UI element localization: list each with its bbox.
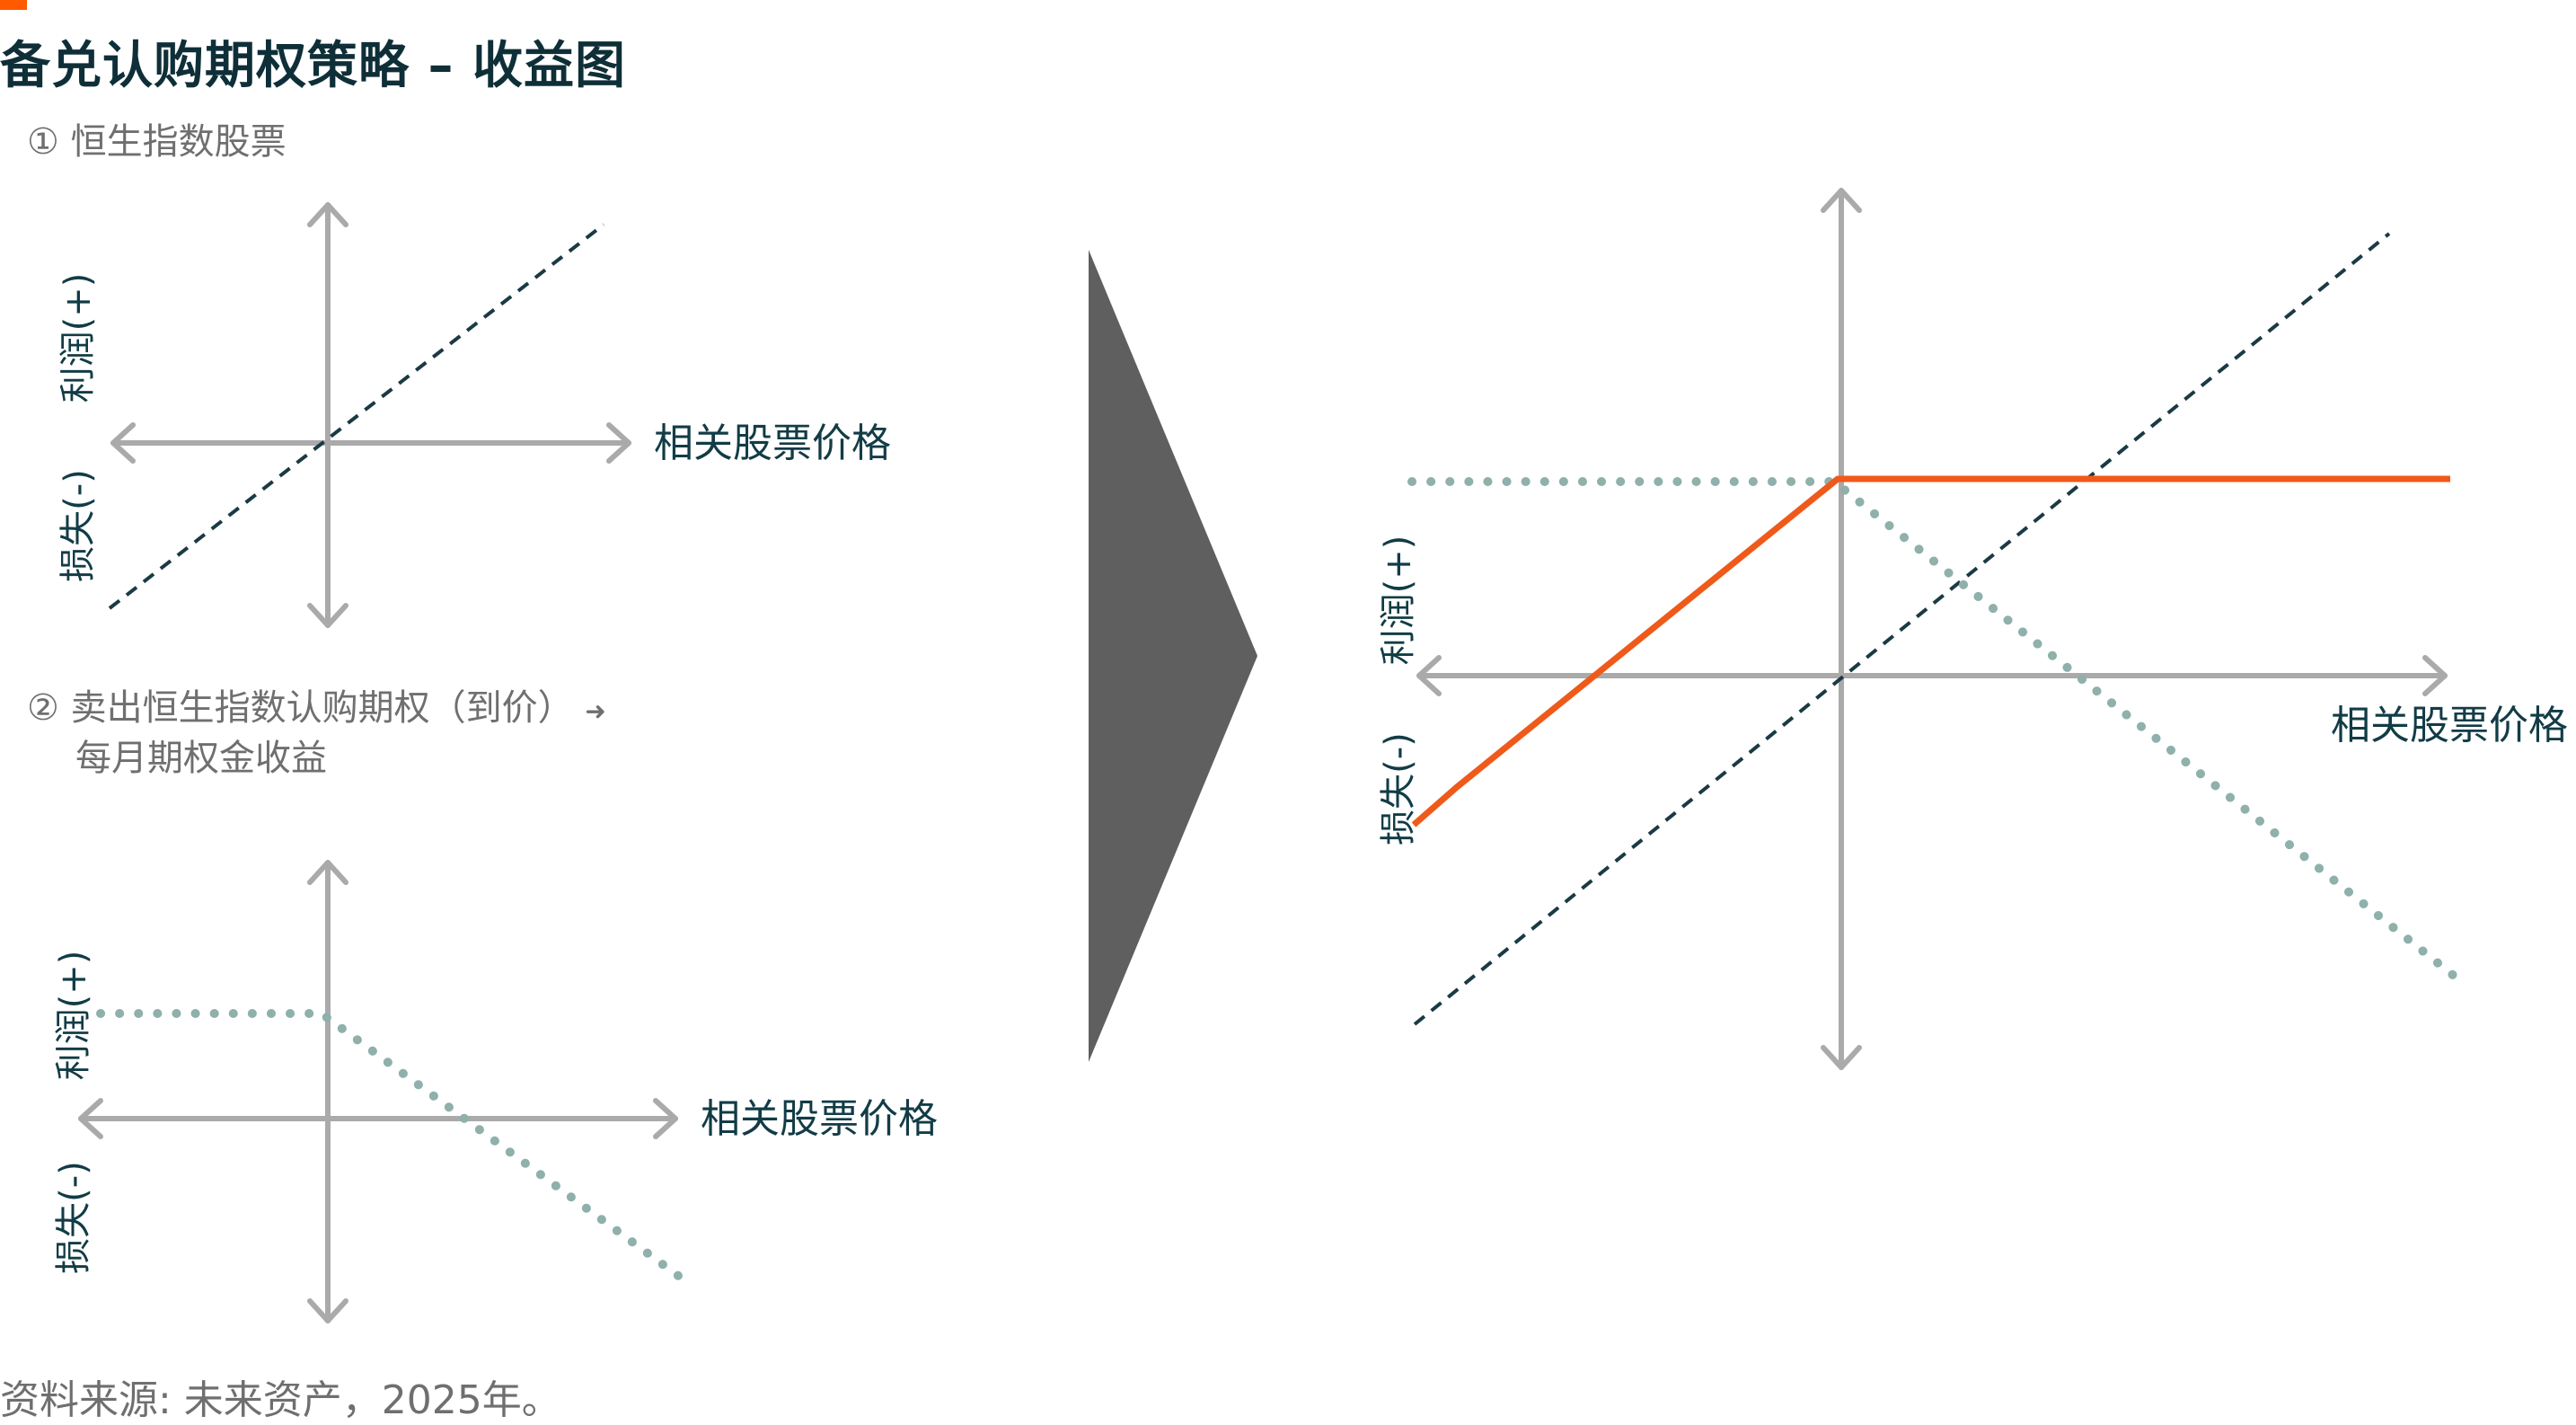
panel-short-call-loss-label: 损失(-): [53, 1161, 94, 1274]
step-2-label: ② 卖出恒生指数认购期权（到价） ➜: [27, 683, 606, 737]
short-call-payoff-line: [96, 1009, 685, 1282]
covered-call-payoff-line: [1411, 475, 2450, 828]
panel-covered-call-axes: [1416, 188, 2448, 1070]
panel-short-call-axes: [78, 860, 678, 1323]
accent-bar: [0, 0, 27, 10]
panel-stock: 相关股票价格 利润(+) 损失(-): [57, 202, 891, 628]
panel-stock-axes: [110, 202, 631, 628]
stock-payoff-line: [108, 223, 605, 610]
panel-stock-profit-label: 利润(+): [57, 273, 99, 403]
transition-arrow-shape: [1089, 250, 1257, 1062]
covered-call-short-call-line: [1407, 477, 2458, 980]
panel-covered-call-x-label: 相关股票价格: [2331, 703, 2568, 748]
step-2-text: 卖出恒生指数认购期权（到价）: [70, 687, 574, 729]
panel-stock-loss-label: 损失(-): [57, 469, 99, 582]
step-2-arrow-icon: ➜: [585, 696, 606, 726]
covered-call-stock-line: [1413, 232, 2391, 1026]
step-1-marker: ①: [27, 121, 59, 163]
panel-short-call: 相关股票价格 利润(+) 损失(-): [53, 860, 938, 1323]
panel-covered-call: 相关股票价格 利润(+) 损失(-): [1378, 188, 2568, 1070]
source-note: 资料来源: 未来资产，2025年。: [0, 1377, 561, 1423]
panel-covered-call-profit-label: 利润(+): [1378, 535, 1419, 666]
step-2-line2: 每月期权金收益: [75, 738, 327, 779]
page-title: 备兑认购期权策略 – 收益图: [0, 37, 626, 95]
panel-short-call-profit-label: 利润(+): [53, 951, 94, 1081]
panel-covered-call-loss-label: 损失(-): [1378, 732, 1419, 845]
panel-stock-x-label: 相关股票价格: [654, 420, 891, 466]
step-1-text: 恒生指数股票: [70, 121, 287, 163]
panel-short-call-x-label: 相关股票价格: [701, 1096, 938, 1142]
step-2-marker: ②: [27, 687, 59, 729]
step-1-label: ① 恒生指数股票: [27, 117, 287, 167]
